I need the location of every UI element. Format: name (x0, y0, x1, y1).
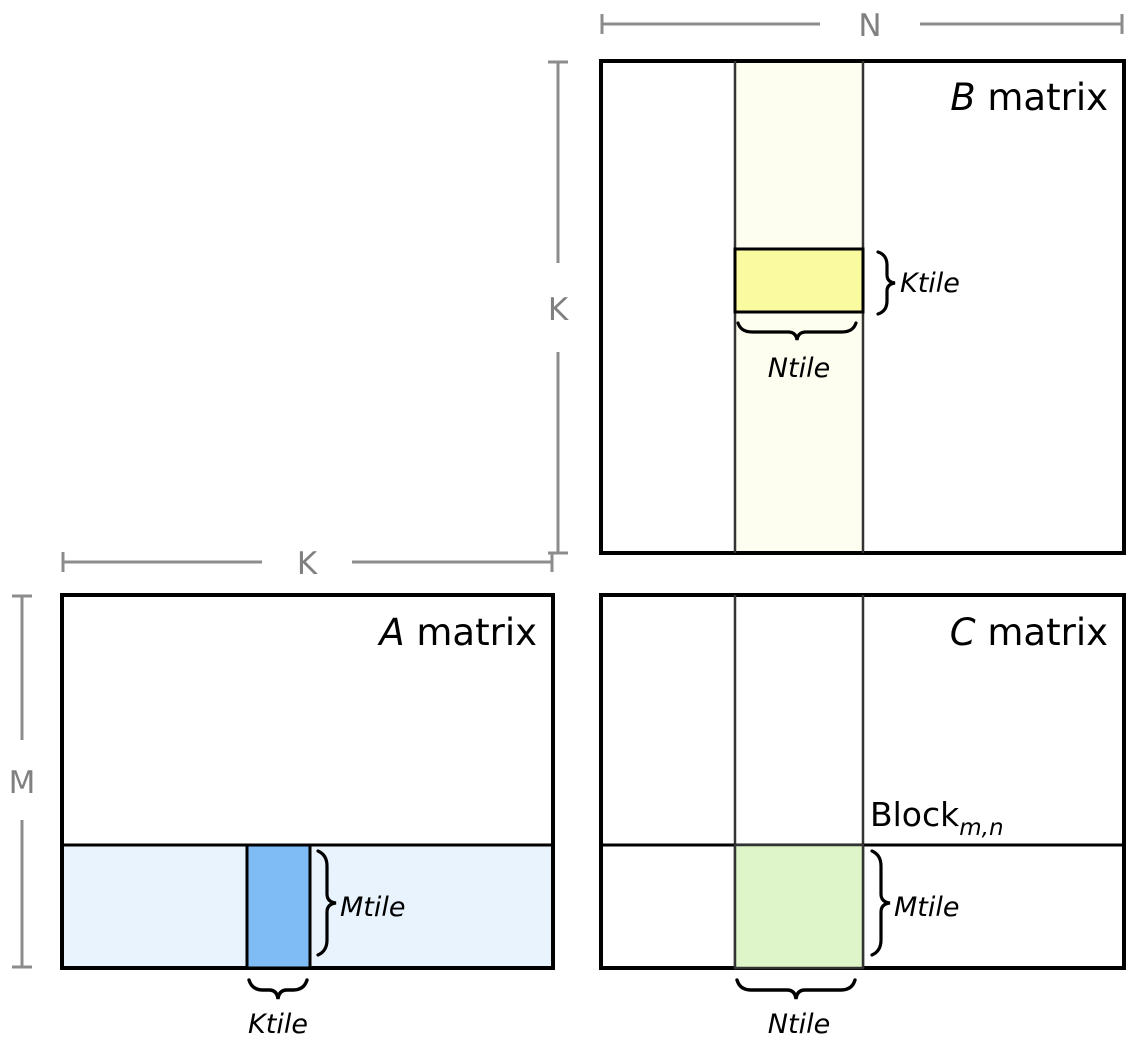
b-matrix-ktile-annotation: Ktile (876, 250, 960, 316)
a-matrix-mtile-annotation: Mtile (316, 849, 406, 957)
b-matrix-tile (733, 247, 865, 314)
c-matrix-title-symbol: C (950, 611, 976, 654)
dimension-k-vertical-label: K (548, 292, 569, 328)
a-matrix-title-symbol: A (377, 611, 404, 654)
b-matrix-ntile-label: Ntile (768, 353, 830, 384)
a-matrix: A matrix Mtile Ktile (60, 593, 555, 1040)
dimension-k-horizontal-label: K (297, 546, 318, 582)
c-matrix-mtile-label: Mtile (894, 892, 960, 923)
a-matrix-title-word: matrix (405, 611, 537, 654)
dimension-m: M (9, 594, 36, 969)
dimension-k-vertical: K (548, 60, 569, 555)
c-matrix-block-text: Block (870, 795, 960, 834)
a-matrix-ktile-label: Ktile (248, 1009, 308, 1040)
c-matrix-block-label: Blockm,n (870, 795, 1004, 841)
c-matrix: C matrix Blockm,n Mtile Ntile (599, 593, 1126, 1040)
c-matrix-tile (733, 843, 865, 970)
b-matrix-ntile-annotation: Ntile (736, 321, 858, 384)
dimension-k-horizontal: K (61, 546, 554, 582)
dimension-m-label: M (9, 765, 36, 801)
c-matrix-ntile-annotation: Ntile (735, 978, 857, 1040)
a-matrix-tile (245, 843, 312, 970)
dimension-n-label: N (858, 8, 881, 44)
b-matrix-title: B matrix (950, 76, 1108, 119)
b-matrix-ktile-label: Ktile (900, 268, 960, 299)
c-matrix-mtile-annotation: Mtile (870, 849, 960, 957)
c-matrix-block-subscript: m,n (959, 815, 1003, 841)
c-matrix-ntile-label: Ntile (768, 1009, 830, 1040)
c-matrix-title-word: matrix (976, 611, 1108, 654)
dimension-n: N (600, 8, 1124, 44)
b-matrix: B matrix Ktile Ntile (599, 59, 1126, 555)
a-matrix-title: A matrix (377, 611, 537, 654)
b-matrix-title-symbol: B (950, 76, 975, 119)
c-matrix-title: C matrix (950, 611, 1108, 654)
a-matrix-mtile-label: Mtile (340, 892, 406, 923)
b-matrix-title-word: matrix (976, 76, 1108, 119)
a-matrix-ktile-annotation: Ktile (247, 978, 309, 1040)
